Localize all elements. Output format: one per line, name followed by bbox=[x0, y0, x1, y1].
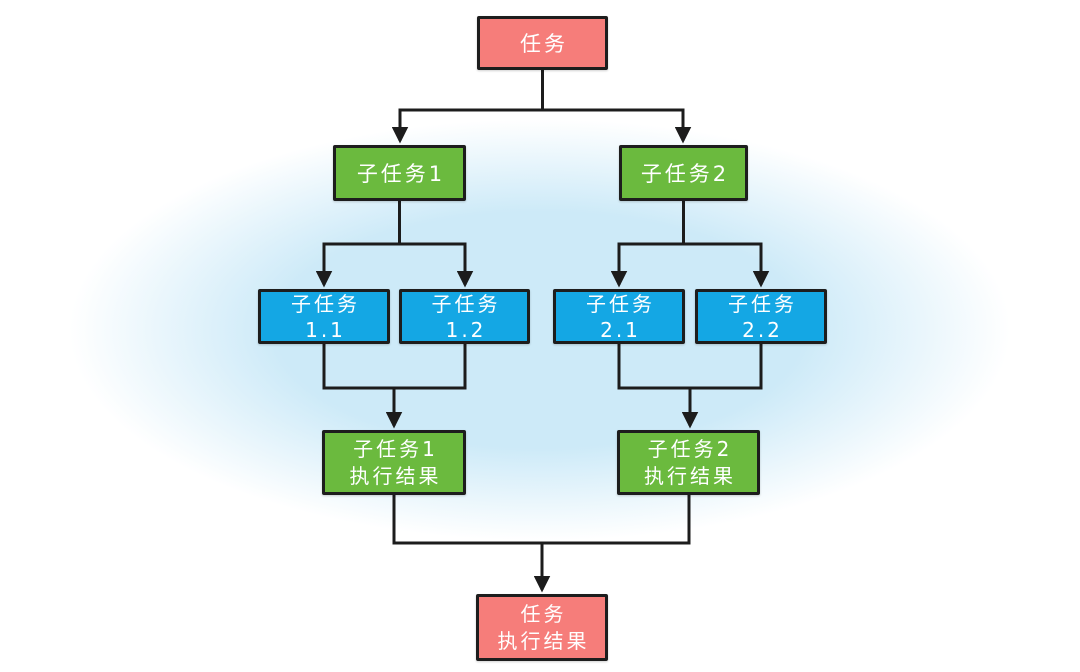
node-subtask-2-1: 子任务 2.1 bbox=[553, 289, 685, 344]
connector-sub2-split bbox=[619, 201, 761, 246]
node-subtask-2-2: 子任务 2.2 bbox=[695, 289, 827, 344]
node-label: 2.2 bbox=[742, 317, 783, 342]
node-subtask-1-2: 子任务 1.2 bbox=[399, 289, 530, 344]
connector-task-split bbox=[400, 70, 683, 112]
node-label: 子任务 bbox=[291, 291, 360, 316]
node-subtask-1-1: 子任务 1.1 bbox=[258, 289, 390, 344]
node-label: 子任务2 bbox=[647, 436, 733, 461]
node-label: 任务 bbox=[520, 601, 567, 626]
node-label: 子任务 bbox=[728, 291, 797, 316]
node-label: 1.2 bbox=[445, 317, 487, 342]
connector-sub1-split bbox=[324, 201, 465, 246]
connector-join-right bbox=[617, 344, 763, 390]
node-label: 子任务 bbox=[586, 291, 655, 316]
node-label: 执行结果 bbox=[497, 628, 590, 653]
connector-join-left bbox=[322, 344, 467, 390]
node-subtask-2-result: 子任务2 执行结果 bbox=[617, 430, 760, 495]
node-label: 子任务2 bbox=[640, 162, 730, 186]
node-subtask-2: 子任务2 bbox=[619, 145, 748, 201]
node-subtask-1: 子任务1 bbox=[333, 145, 466, 201]
node-label: 2.1 bbox=[600, 317, 641, 342]
node-subtask-1-result: 子任务1 执行结果 bbox=[322, 430, 466, 495]
node-label: 1.1 bbox=[305, 317, 346, 342]
connector-join-bottom bbox=[392, 495, 691, 545]
node-label: 子任务 bbox=[431, 291, 501, 316]
node-label: 执行结果 bbox=[349, 463, 442, 488]
node-label: 执行结果 bbox=[644, 463, 736, 488]
node-label: 任务 bbox=[520, 32, 568, 56]
node-task: 任务 bbox=[477, 16, 608, 70]
node-label: 子任务1 bbox=[356, 162, 446, 186]
node-task-result: 任务 执行结果 bbox=[476, 594, 608, 661]
node-label: 子任务1 bbox=[353, 436, 438, 461]
